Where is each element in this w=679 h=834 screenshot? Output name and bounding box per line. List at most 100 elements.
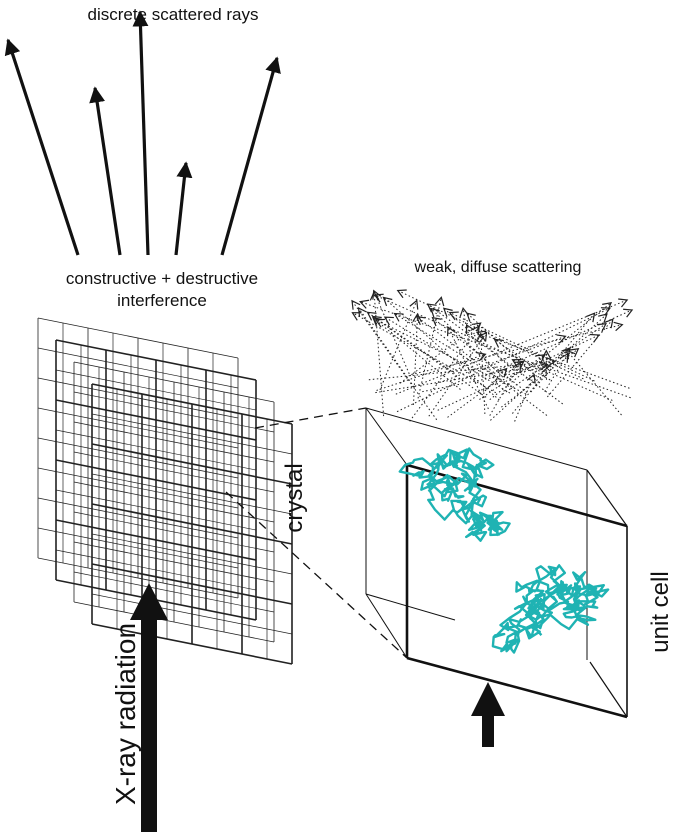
diffuse-ray-arrowhead [396, 289, 407, 299]
lattice-line [73, 601, 275, 643]
lattice-line [73, 421, 275, 463]
lattice-line [91, 593, 293, 635]
diffuse-ray-arrowhead [540, 363, 551, 373]
lattice-line [55, 489, 257, 531]
diffuse-ray [489, 302, 612, 401]
diffuse-scattered-rays [351, 289, 634, 422]
lattice-line [73, 361, 275, 403]
lattice-line [73, 451, 275, 493]
diffuse-ray-arrowhead [526, 373, 536, 384]
xray-arrow-shape [130, 583, 168, 832]
diffuse-ray-arrowhead [459, 307, 470, 317]
discrete-ray-arrow [4, 38, 80, 256]
diffuse-ray [435, 335, 566, 385]
diffuse-ray-arrowhead [604, 318, 614, 329]
zoom-lines [225, 407, 408, 659]
diffuse-ray [384, 316, 511, 394]
diffuse-ray-arrowhead [493, 338, 504, 348]
diffuse-ray [449, 312, 595, 382]
diffuse-ray [462, 308, 476, 384]
lattice-line [91, 383, 293, 425]
diffuse-ray [416, 316, 548, 416]
diffuse-ray-arrowhead [598, 313, 608, 323]
lattice-line [91, 563, 293, 605]
diffuse-ray [502, 323, 607, 395]
lattice-line [55, 429, 257, 471]
diffuse-ray-arrowhead [351, 312, 362, 321]
diffuse-ray-arrowhead [446, 326, 456, 337]
interference-label-line2: interference [117, 291, 207, 310]
diffuse-ray [546, 318, 614, 398]
xray-radiation-label: X-ray radiation [110, 623, 141, 805]
discrete-ray-arrow [132, 10, 150, 256]
diffuse-ray [544, 353, 569, 392]
unit-cell-label: unit cell [647, 571, 674, 652]
lattice-line [37, 317, 239, 359]
diffuse-ray [396, 307, 611, 413]
diffuse-ray [512, 359, 551, 381]
diffuse-ray-arrowhead [538, 360, 549, 371]
diffuse-ray [514, 374, 535, 422]
diffuse-ray [375, 364, 548, 394]
lattice-line [37, 557, 239, 599]
diffuse-ray-arrowhead [476, 332, 486, 343]
protein-molecules [398, 447, 610, 654]
diffuse-ray [484, 368, 507, 392]
diffuse-ray-arrowhead [373, 293, 384, 303]
diffuse-ray-arrowhead [569, 348, 580, 358]
lattice-line [73, 391, 275, 433]
lattice-line [55, 459, 257, 501]
diffuse-ray-arrowhead [585, 312, 596, 323]
lattice-line [91, 503, 293, 545]
diffuse-ray [422, 365, 550, 393]
lattice-line [91, 413, 293, 455]
diffuse-ray-arrowhead [351, 299, 361, 310]
diffuse-ray-arrowhead [371, 315, 382, 325]
diffuse-ray [409, 326, 480, 422]
diffuse-ray-arrowhead [357, 307, 367, 318]
diffuse-ray-arrowhead [556, 334, 567, 344]
lattice-line [37, 527, 239, 569]
lattice-line [55, 519, 257, 561]
lattice-line [73, 571, 275, 613]
diffuse-ray [437, 334, 600, 411]
lattice-line [55, 369, 257, 411]
diffuse-ray [372, 316, 487, 398]
diffuse-ray [430, 308, 501, 375]
diffuse-ray [447, 360, 525, 418]
diffuse-ray [379, 300, 418, 390]
lattice-line [91, 623, 293, 665]
interference-label-line1: constructive + destructive [66, 269, 258, 288]
discrete-ray-arrow [89, 86, 122, 256]
diffuse-ray-arrowhead [426, 303, 437, 313]
diffuse-ray-arrowhead [430, 307, 440, 318]
diffuse-ray-arrowhead [600, 307, 612, 316]
diffuse-ray [417, 297, 442, 399]
diffuse-ray-arrowhead [372, 317, 383, 327]
diffuse-ray-arrowhead [383, 316, 394, 326]
zoom-line-top [254, 407, 367, 429]
diffuse-ray [360, 301, 631, 399]
protein-chain [491, 564, 610, 654]
diffuse-ray-arrowhead [442, 307, 453, 318]
diffuse-ray-arrowhead [393, 312, 404, 322]
diffuse-ray [351, 300, 438, 421]
lattice-line [37, 347, 239, 389]
diffuse-ray-arrowhead [497, 367, 508, 378]
discrete-ray-arrow [220, 56, 281, 256]
discrete-ray-arrow [174, 161, 193, 256]
lattice-line [73, 541, 275, 583]
lattice-line [37, 437, 239, 479]
small-xray-arrow [471, 682, 505, 747]
diffuse-ray [530, 347, 571, 393]
diffuse-ray [466, 324, 499, 385]
lattice-line [91, 473, 293, 515]
small-arrow-shape [471, 682, 505, 747]
diffuse-ray-arrowhead [431, 316, 442, 327]
diffuse-ray [367, 311, 455, 374]
diffuse-ray-arrowhead [613, 321, 624, 332]
lattice-line [37, 377, 239, 419]
lattice-line [37, 497, 239, 539]
diffuse-ray [358, 307, 415, 388]
diffuse-ray [376, 353, 486, 391]
